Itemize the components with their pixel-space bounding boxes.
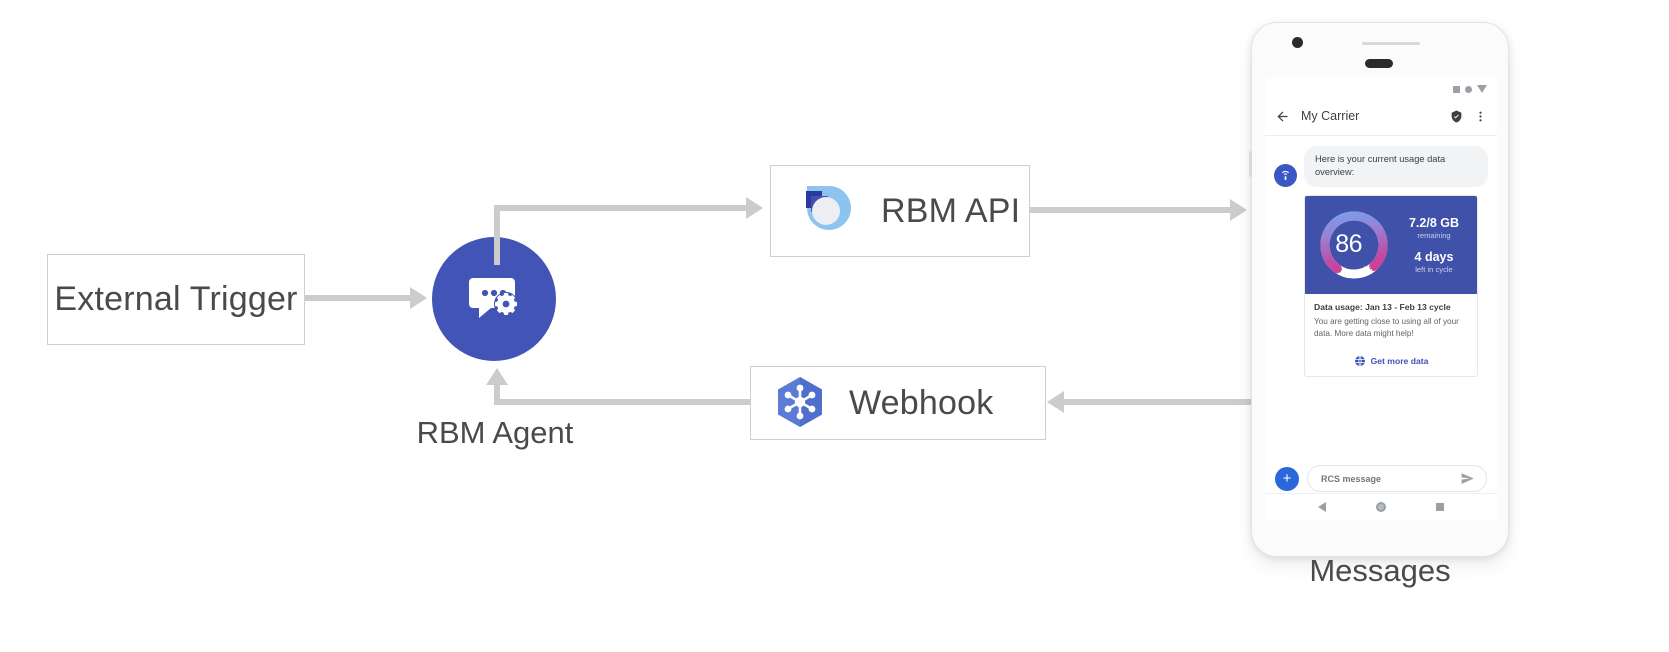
gauge-percent: 86 % (1317, 208, 1391, 282)
phone-earpiece-line (1362, 42, 1420, 45)
device-phone: My Carrier (1249, 22, 1509, 557)
back-triangle-icon[interactable] (1318, 502, 1326, 512)
gauge-percent-symbol: % (1363, 264, 1373, 277)
phone-screen: My Carrier (1265, 77, 1497, 520)
rich-card-title: Data usage: Jan 13 - Feb 13 cycle (1314, 301, 1451, 312)
plus-icon[interactable]: + (1275, 466, 1299, 491)
arrow-agent-to-api-horizontal (494, 205, 746, 211)
webhook-label: Webhook (849, 383, 994, 422)
stat-days-left: 4 days left in cycle (1397, 250, 1471, 274)
get-more-data-button[interactable]: Get more data (1314, 349, 1468, 367)
home-circle-icon[interactable] (1376, 502, 1386, 512)
chat-gear-icon (469, 278, 518, 318)
arrow-device-to-webhook-line (1064, 399, 1258, 405)
arrow-webhook-to-agent-horizontal (494, 399, 750, 405)
more-vert-icon[interactable] (1474, 110, 1487, 123)
rich-card-description: You are getting close to using all of yo… (1314, 316, 1459, 338)
phone-front-camera (1292, 37, 1303, 48)
app-bar-title: My Carrier (1301, 109, 1360, 123)
node-webhook[interactable]: Webhook (750, 366, 1046, 440)
rich-card-gauge-panel: 86 % 7.2/8 GB remaining 4 days lef (1305, 195, 1477, 294)
verified-shield-icon[interactable] (1450, 110, 1463, 123)
device-caption: Messages (1309, 553, 1451, 588)
stat-data-remaining-label: remaining (1417, 230, 1451, 240)
send-icon[interactable] (1460, 471, 1475, 486)
app-bar: My Carrier (1265, 97, 1497, 136)
message-composer: + (1265, 465, 1497, 492)
recents-square-icon[interactable] (1436, 503, 1444, 511)
stat-days-left-label: left in cycle (1415, 264, 1453, 274)
arrow-webhook-to-agent-head (486, 368, 508, 385)
circle-icon (1465, 85, 1472, 93)
arrow-webhook-to-agent-vertical (494, 385, 500, 405)
node-rbm-api[interactable]: RBM API (770, 165, 1030, 257)
phone-earpiece-speaker (1365, 59, 1393, 68)
stat-data-remaining: 7.2/8 GB remaining (1397, 216, 1471, 240)
square-icon (1453, 85, 1460, 93)
rbm-agent-caption: RBM Agent (416, 415, 574, 450)
arrow-trigger-to-agent-head (410, 287, 427, 309)
stat-data-remaining-value: 7.2/8 GB (1408, 215, 1460, 230)
gauge-stats: 7.2/8 GB remaining 4 days left in cycle (1397, 196, 1471, 294)
back-arrow-icon[interactable] (1275, 109, 1290, 124)
stat-days-left-value: 4 days (1414, 249, 1454, 264)
arrow-agent-to-api-head (746, 197, 763, 219)
data-usage-gauge: 86 % (1317, 208, 1391, 282)
triangle-down-icon (1477, 85, 1487, 93)
agent-message-row: Here is your current usage data overview… (1274, 146, 1488, 187)
arrow-device-to-webhook-head (1047, 391, 1064, 413)
phone-side-button[interactable] (1249, 151, 1252, 177)
conversation: Here is your current usage data overview… (1265, 136, 1497, 377)
composer-field[interactable] (1307, 465, 1487, 492)
rcs-agent-icon (1274, 163, 1297, 187)
rbm-droplet-icon (801, 186, 851, 230)
status-bar (1265, 77, 1497, 97)
arrow-agent-to-api-vertical (494, 205, 500, 265)
rich-card-body: Data usage: Jan 13 - Feb 13 cycle You ar… (1305, 294, 1477, 376)
arrow-api-to-device-head (1230, 199, 1247, 221)
rich-card[interactable]: 86 % 7.2/8 GB remaining 4 days lef (1304, 194, 1478, 377)
rcs-message-input[interactable] (1319, 472, 1460, 485)
globe-icon (1354, 355, 1365, 366)
agent-message-bubble: Here is your current usage data overview… (1304, 146, 1488, 187)
arrow-trigger-to-agent-line (305, 295, 410, 301)
webhook-hexagon-nodes-icon (778, 377, 822, 427)
android-nav-bar (1265, 493, 1497, 520)
get-more-data-label: Get more data (1370, 355, 1429, 366)
gauge-percent-value: 86 (1335, 230, 1363, 259)
node-external-trigger[interactable]: External Trigger (47, 254, 305, 345)
arrow-api-to-device-line (1030, 207, 1238, 213)
external-trigger-label: External Trigger (54, 280, 298, 318)
rbm-api-label: RBM API (881, 191, 1021, 230)
